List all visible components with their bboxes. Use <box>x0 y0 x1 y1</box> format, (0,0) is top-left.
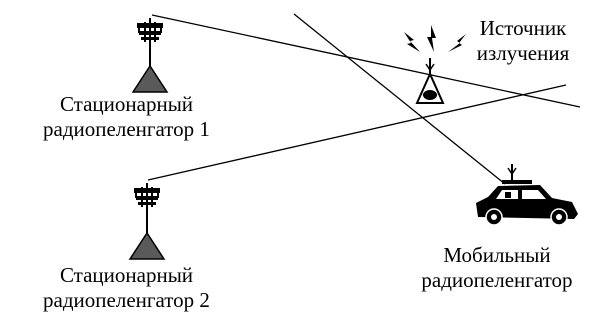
station-1-label: Стационарный радиопеленгатор 1 <box>4 92 249 142</box>
bearing-line-station2 <box>147 84 567 181</box>
lightning-bolt-icon <box>404 25 466 52</box>
mobile-label: Мобильный радиопеленгатор <box>388 243 604 293</box>
station-1-antenna-tower-icon <box>131 18 169 93</box>
source-label-line1: Источник <box>479 16 567 40</box>
station-1-label-line1: Стационарный <box>59 92 194 116</box>
station-2-label: Стационарный радиопеленгатор 2 <box>4 263 249 313</box>
station-2-antenna-tower-icon <box>128 183 166 260</box>
station-1-label-line2: радиопеленгатор 1 <box>43 117 210 141</box>
station-2-label-line2: радиопеленгатор 2 <box>43 288 210 312</box>
car-with-antenna-icon <box>476 164 578 226</box>
bearing-line-station1-a <box>151 14 581 108</box>
station-2-label-line1: Стационарный <box>59 263 194 287</box>
mobile-label-line2: радиопеленгатор <box>421 268 573 292</box>
source-label: Источник излучения <box>440 16 604 66</box>
mobile-label-line1: Мобильный <box>443 243 551 267</box>
bearing-line-mobile <box>293 13 506 185</box>
source-label-line2: излучения <box>476 41 570 65</box>
radiation-source-icon <box>415 58 445 104</box>
